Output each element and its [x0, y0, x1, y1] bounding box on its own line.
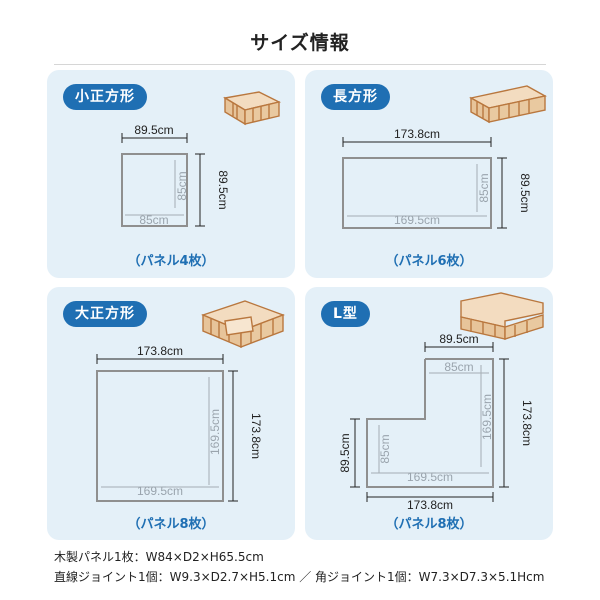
- panel-count-rectangle: （パネル6枚）: [385, 254, 473, 269]
- fence-outline: [96, 370, 224, 502]
- spec-panel: 木製パネル1枚：W84×D2×H65.5cm: [54, 550, 264, 564]
- inner-width-label: 85cm: [139, 213, 168, 227]
- inner-depth-label: 169.5cm: [208, 409, 222, 455]
- depth-label: 89.5cm: [518, 173, 532, 212]
- fence-outline: [366, 358, 494, 488]
- depth-label: 173.8cm: [249, 413, 263, 459]
- small-square-diagram: 89.5cm 85cm 85cm 89.5cm: [121, 91, 282, 227]
- panel-count-large-square: （パネル8枚）: [127, 517, 215, 532]
- l-shape-fence-icon: [460, 292, 544, 340]
- top-width-label: 89.5cm: [439, 332, 478, 346]
- card-rectangle: 173.8cm 85cm 169.5cm 89.5cm 長方形 （パネル6枚）: [305, 70, 553, 278]
- width-label: 173.8cm: [394, 127, 440, 141]
- page-title: サイズ情報: [250, 32, 350, 54]
- card-l-shape: 89.5cm 85cm 169.5cm 85cm 169.5cm 173.8cm…: [305, 287, 553, 540]
- inner-depth-label: 169.5cm: [480, 394, 494, 440]
- inner-depth-label: 85cm: [175, 171, 189, 200]
- title-divider: [54, 64, 546, 65]
- inner-width-label: 169.5cm: [137, 484, 183, 498]
- badge-small-square: 小正方形: [63, 84, 147, 110]
- depth-label: 173.8cm: [520, 400, 534, 446]
- left-inner-label: 85cm: [378, 434, 392, 463]
- fence-outline: [342, 157, 492, 229]
- bottom-width-label: 173.8cm: [407, 498, 453, 512]
- bottom-inner-label: 169.5cm: [407, 470, 453, 484]
- rectangle-diagram: 173.8cm 85cm 169.5cm 89.5cm: [342, 85, 547, 229]
- inner-depth-label: 85cm: [477, 173, 491, 202]
- l-shape-diagram: 89.5cm 85cm 169.5cm 85cm 169.5cm 173.8cm…: [338, 292, 544, 512]
- width-label: 89.5cm: [134, 123, 173, 137]
- depth-label: 89.5cm: [216, 170, 230, 209]
- large-square-diagram: 173.8cm 169.5cm 169.5cm 173.8cm: [96, 300, 285, 502]
- panel-count-l-shape: （パネル8枚）: [385, 517, 473, 532]
- card-large-square: 173.8cm 169.5cm 169.5cm 173.8cm 大正方形 （パネ…: [47, 287, 295, 540]
- fence-outline: [121, 153, 188, 227]
- badge-large-square: 大正方形: [63, 301, 147, 327]
- top-inner-label: 85cm: [444, 360, 473, 374]
- card-small-square: 89.5cm 85cm 85cm 89.5cm 小正方形 （パネル4枚）: [47, 70, 295, 278]
- panel-count-small-square: （パネル4枚）: [127, 254, 215, 269]
- rectangle-fence-icon: [469, 85, 547, 124]
- inner-width-label: 169.5cm: [394, 213, 440, 227]
- small-square-fence-icon: [223, 91, 282, 126]
- large-square-fence-icon: [201, 300, 285, 349]
- left-depth-label: 89.5cm: [338, 433, 352, 472]
- badge-rectangle: 長方形: [321, 84, 390, 110]
- badge-l-shape: L型: [321, 301, 370, 327]
- width-label: 173.8cm: [137, 344, 183, 358]
- spec-joints: 直線ジョイント1個：W9.3×D2.7×H5.1cm ／ 角ジョイント1個：W7…: [54, 570, 545, 584]
